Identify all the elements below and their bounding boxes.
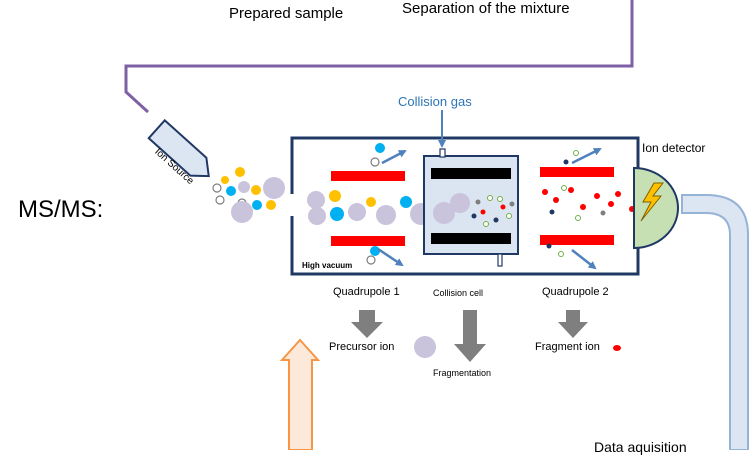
quadrupole-2-rod-bottom [540,235,614,245]
quadrupole-2-label: Quadrupole 2 [542,286,609,298]
orange-up-arrow [279,338,321,450]
fragment-ion-symbol [613,345,621,351]
source-ions [212,167,285,223]
quadrupole-2-rod-top [540,167,614,177]
collision-cell-ions [433,193,515,227]
ion-detector-label: Ion detector [642,141,706,155]
high-vacuum-label: High vacuum [302,261,353,270]
ion-source [147,118,210,178]
sample-line [124,0,634,114]
ion-detector [633,166,679,250]
quadrupole-1-down-arrow [351,310,383,338]
ms-ms-label: MS/MS: [18,196,104,223]
data-output-pipe [681,194,749,450]
quadrupole-2-ions [542,150,635,257]
quadrupole-1-rod-bottom [331,236,405,246]
fragment-ion-label: Fragment ion [535,341,600,353]
fragmentation-label: Fragmentation [433,368,492,378]
precursor-ion-symbol [414,336,436,358]
quadrupole-1-rod-top [331,171,405,181]
separation-label: Separation of the mixture [402,0,570,17]
prepared-sample-label: Prepared sample [229,5,344,22]
detector-lightning-icon [640,182,665,222]
quadrupole-2-down-arrow [558,310,588,338]
collision-cell-label: Collision cell [433,288,484,298]
precursor-ion-label: Precursor ion [329,341,395,353]
quadrupole-1-label: Quadrupole 1 [333,286,400,298]
collision-gas-label: Collision gas [398,94,472,109]
collision-cell-down-arrow [454,310,486,362]
data-acquisition-label: Data aquisition [594,439,687,455]
